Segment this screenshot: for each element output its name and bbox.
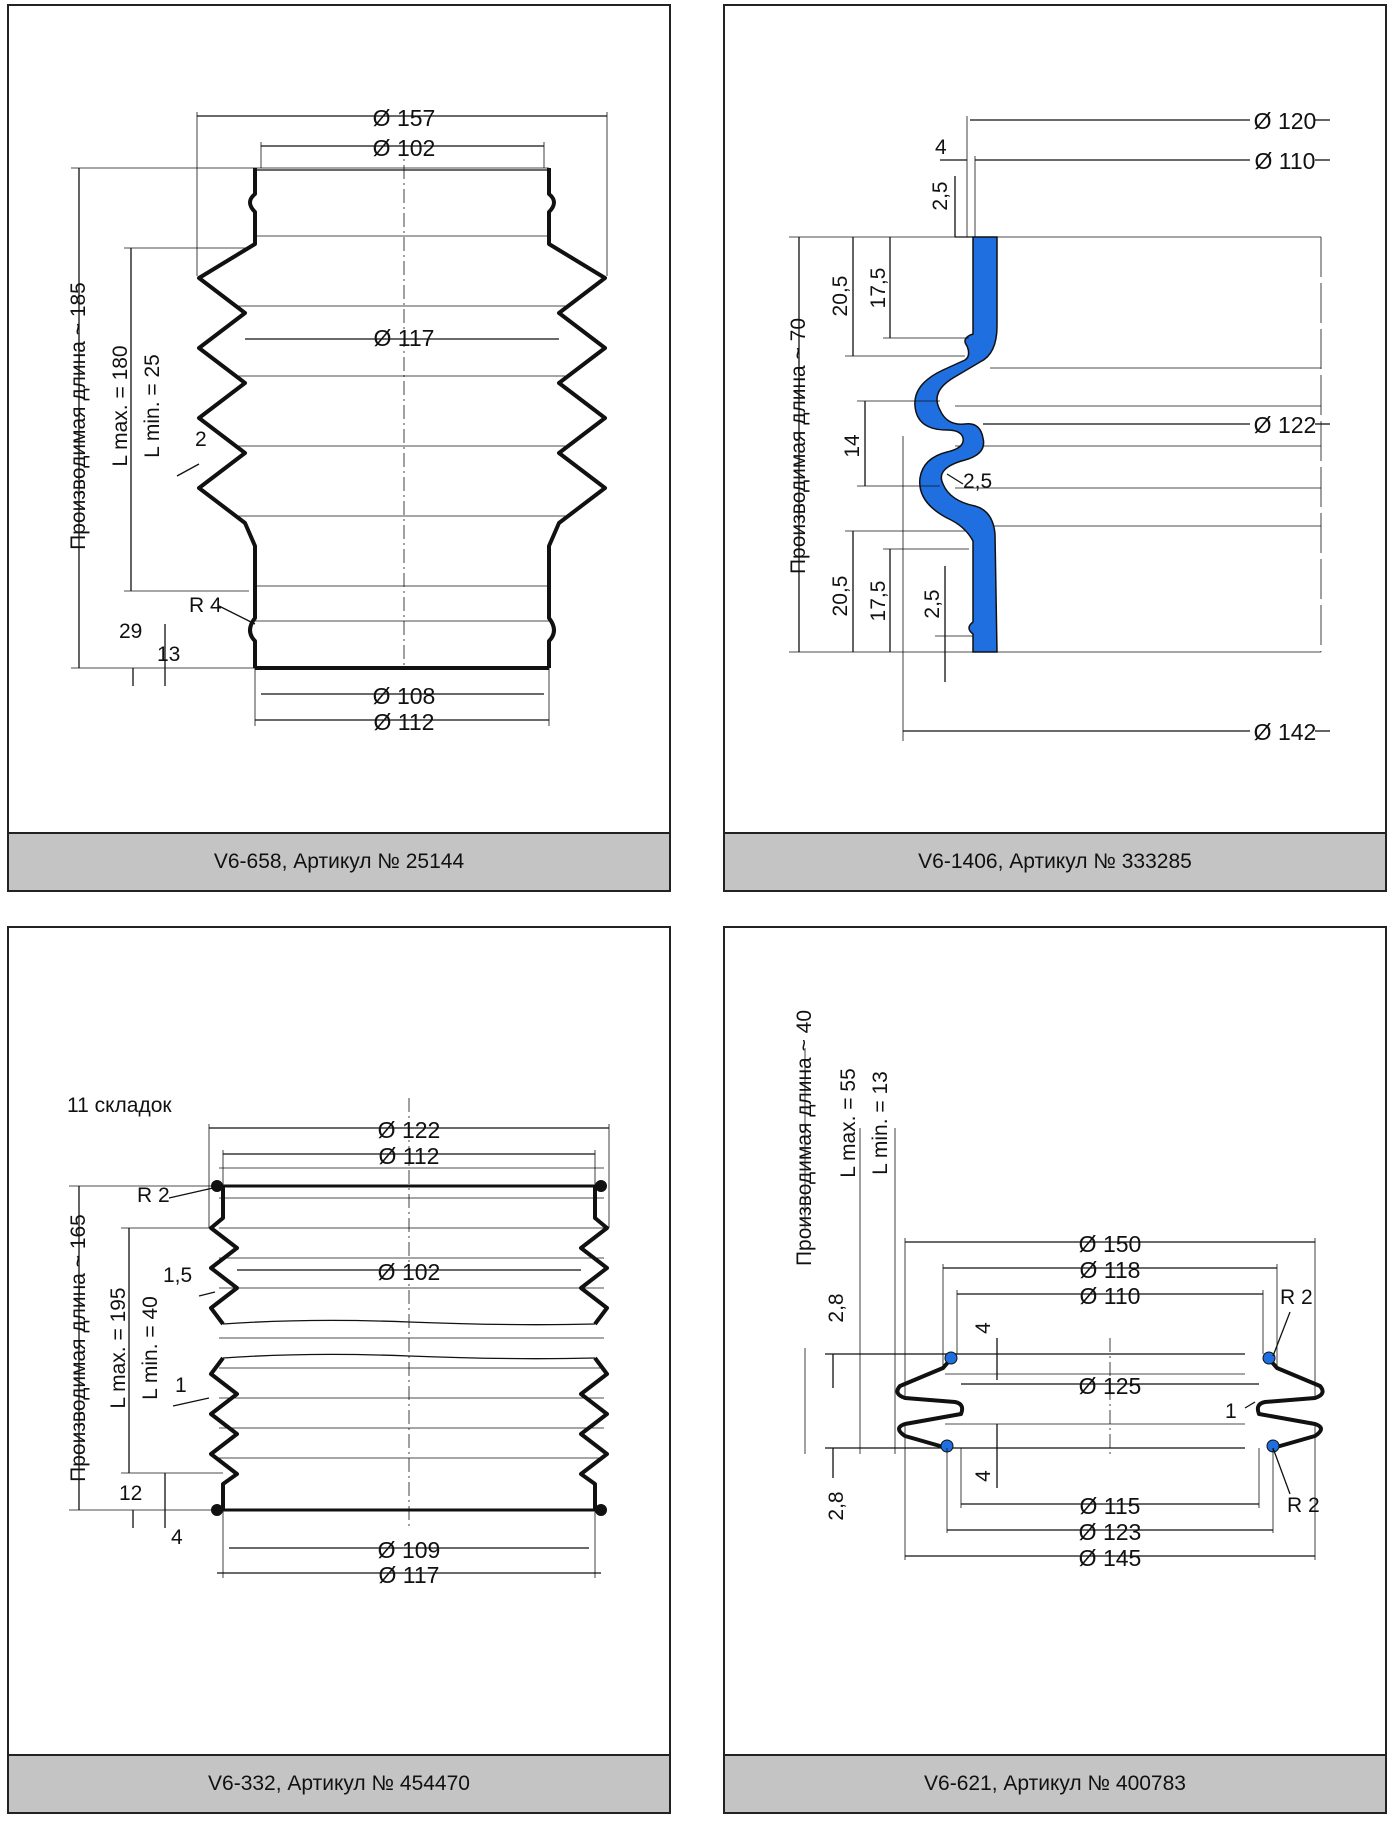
dim-h175b: 17,5: [867, 581, 890, 622]
bellows-drawing-v6-1406: Ø 120 Ø 110 4 2,5 Производимая длина ~ 7…: [787, 108, 1330, 745]
dim-h12: 12: [119, 1482, 142, 1505]
dim-d118: Ø 118: [1080, 1257, 1141, 1283]
dim-h4a: 4: [972, 1322, 995, 1334]
dim-d110: Ø 110: [1080, 1283, 1141, 1309]
corner-dot: [595, 1180, 607, 1192]
dim-d102: Ø 102: [373, 135, 436, 161]
caption-v6-1406: V6-1406, Артикул № 333285: [725, 832, 1385, 890]
dim-d122: Ø 122: [1254, 412, 1317, 438]
dim-length-185: Производимая длина ~ 185: [67, 282, 90, 550]
dim-d157: Ø 157: [373, 105, 436, 131]
dim-d102: Ø 102: [378, 1259, 441, 1285]
dim-t28b: 2,8: [825, 1491, 848, 1520]
dim-d150: Ø 150: [1079, 1231, 1142, 1257]
dim-radius-r2: R 2: [137, 1184, 170, 1207]
dim-t25b: 2,5: [921, 589, 944, 618]
dim-t4: 4: [935, 136, 947, 159]
label-folds: 11 складок: [67, 1094, 172, 1117]
dim-t28a: 2,8: [825, 1293, 848, 1322]
dim-t15: 1,5: [163, 1264, 192, 1287]
bellows-drawing-v6-658: Ø 157 Ø 102 Ø 117 Ø 108 Ø 112 Производим…: [67, 105, 608, 735]
dim-d115: Ø 115: [1080, 1493, 1141, 1519]
dim-h13: 13: [157, 643, 180, 666]
dim-length-40: Производимая длина ~ 40: [793, 1010, 816, 1266]
bellows-drawing-v6-621: Производимая длина ~ 40 L max. = 55 L mi…: [793, 1010, 1325, 1571]
dim-length-70: Производимая длина ~ 70: [787, 318, 810, 574]
dim-h205a: 20,5: [829, 276, 852, 317]
dim-d120: Ø 120: [1254, 108, 1317, 134]
dim-r2b: R 2: [1287, 1494, 1320, 1517]
dim-d145: Ø 145: [1079, 1545, 1142, 1571]
dim-h205b: 20,5: [829, 576, 852, 617]
dim-d108: Ø 108: [373, 683, 436, 709]
dim-h4b: 4: [972, 1470, 995, 1482]
dim-length-165: Производимая длина ~ 165: [67, 1214, 90, 1482]
drawing-panel-v6-1406: Ø 120 Ø 110 4 2,5 Производимая длина ~ 7…: [723, 4, 1387, 892]
caption-v6-658: V6-658, Артикул № 25144: [9, 832, 669, 890]
dim-lmax-55: L max. = 55: [837, 1068, 860, 1178]
dim-h29: 29: [119, 620, 142, 643]
dim-h4: 4: [171, 1526, 183, 1549]
caption-v6-332: V6-332, Артикул № 454470: [9, 1754, 669, 1812]
dim-t1: 1: [1225, 1400, 1237, 1423]
dim-d112: Ø 112: [379, 1143, 440, 1169]
dim-d122: Ø 122: [378, 1117, 441, 1143]
drawing-panel-v6-621: Производимая длина ~ 40 L max. = 55 L mi…: [723, 926, 1387, 1814]
dim-h14: 14: [841, 434, 864, 458]
dim-h175a: 17,5: [867, 268, 890, 309]
dim-d125: Ø 125: [1079, 1373, 1142, 1399]
dim-lmax-180: L max. = 180: [109, 345, 132, 466]
dim-t25a: 2,5: [929, 181, 952, 210]
drawing-panel-v6-332: 11 складок Ø 122: [7, 926, 671, 1814]
bellows-drawing-v6-332: 11 складок Ø 122: [67, 1094, 610, 1588]
caption-v6-621: V6-621, Артикул № 400783: [725, 1754, 1385, 1812]
dim-lmin-13: L min. = 13: [869, 1071, 892, 1175]
dim-d142: Ø 142: [1254, 719, 1317, 745]
dim-lmin-40: L min. = 40: [139, 1296, 162, 1400]
dim-wall-2: 2: [195, 428, 207, 451]
corner-dot: [595, 1504, 607, 1516]
dim-d117: Ø 117: [374, 325, 435, 351]
dim-d110: Ø 110: [1255, 148, 1316, 174]
dim-r2a: R 2: [1280, 1286, 1313, 1309]
dim-d117: Ø 117: [379, 1562, 440, 1588]
dim-d123: Ø 123: [1079, 1519, 1142, 1545]
seal-bead: [1262, 1351, 1276, 1365]
dim-d109: Ø 109: [378, 1537, 441, 1563]
dim-t1: 1: [175, 1374, 187, 1397]
dim-radius-r4: R 4: [189, 594, 222, 617]
drawing-panel-v6-658: Ø 157 Ø 102 Ø 117 Ø 108 Ø 112 Производим…: [7, 4, 671, 892]
dim-lmax-195: L max. = 195: [107, 1287, 130, 1408]
seal-bead: [944, 1351, 958, 1365]
dim-r25: 2,5: [963, 470, 992, 493]
dim-lmin-25: L min. = 25: [141, 354, 164, 458]
dim-d112: Ø 112: [374, 709, 435, 735]
